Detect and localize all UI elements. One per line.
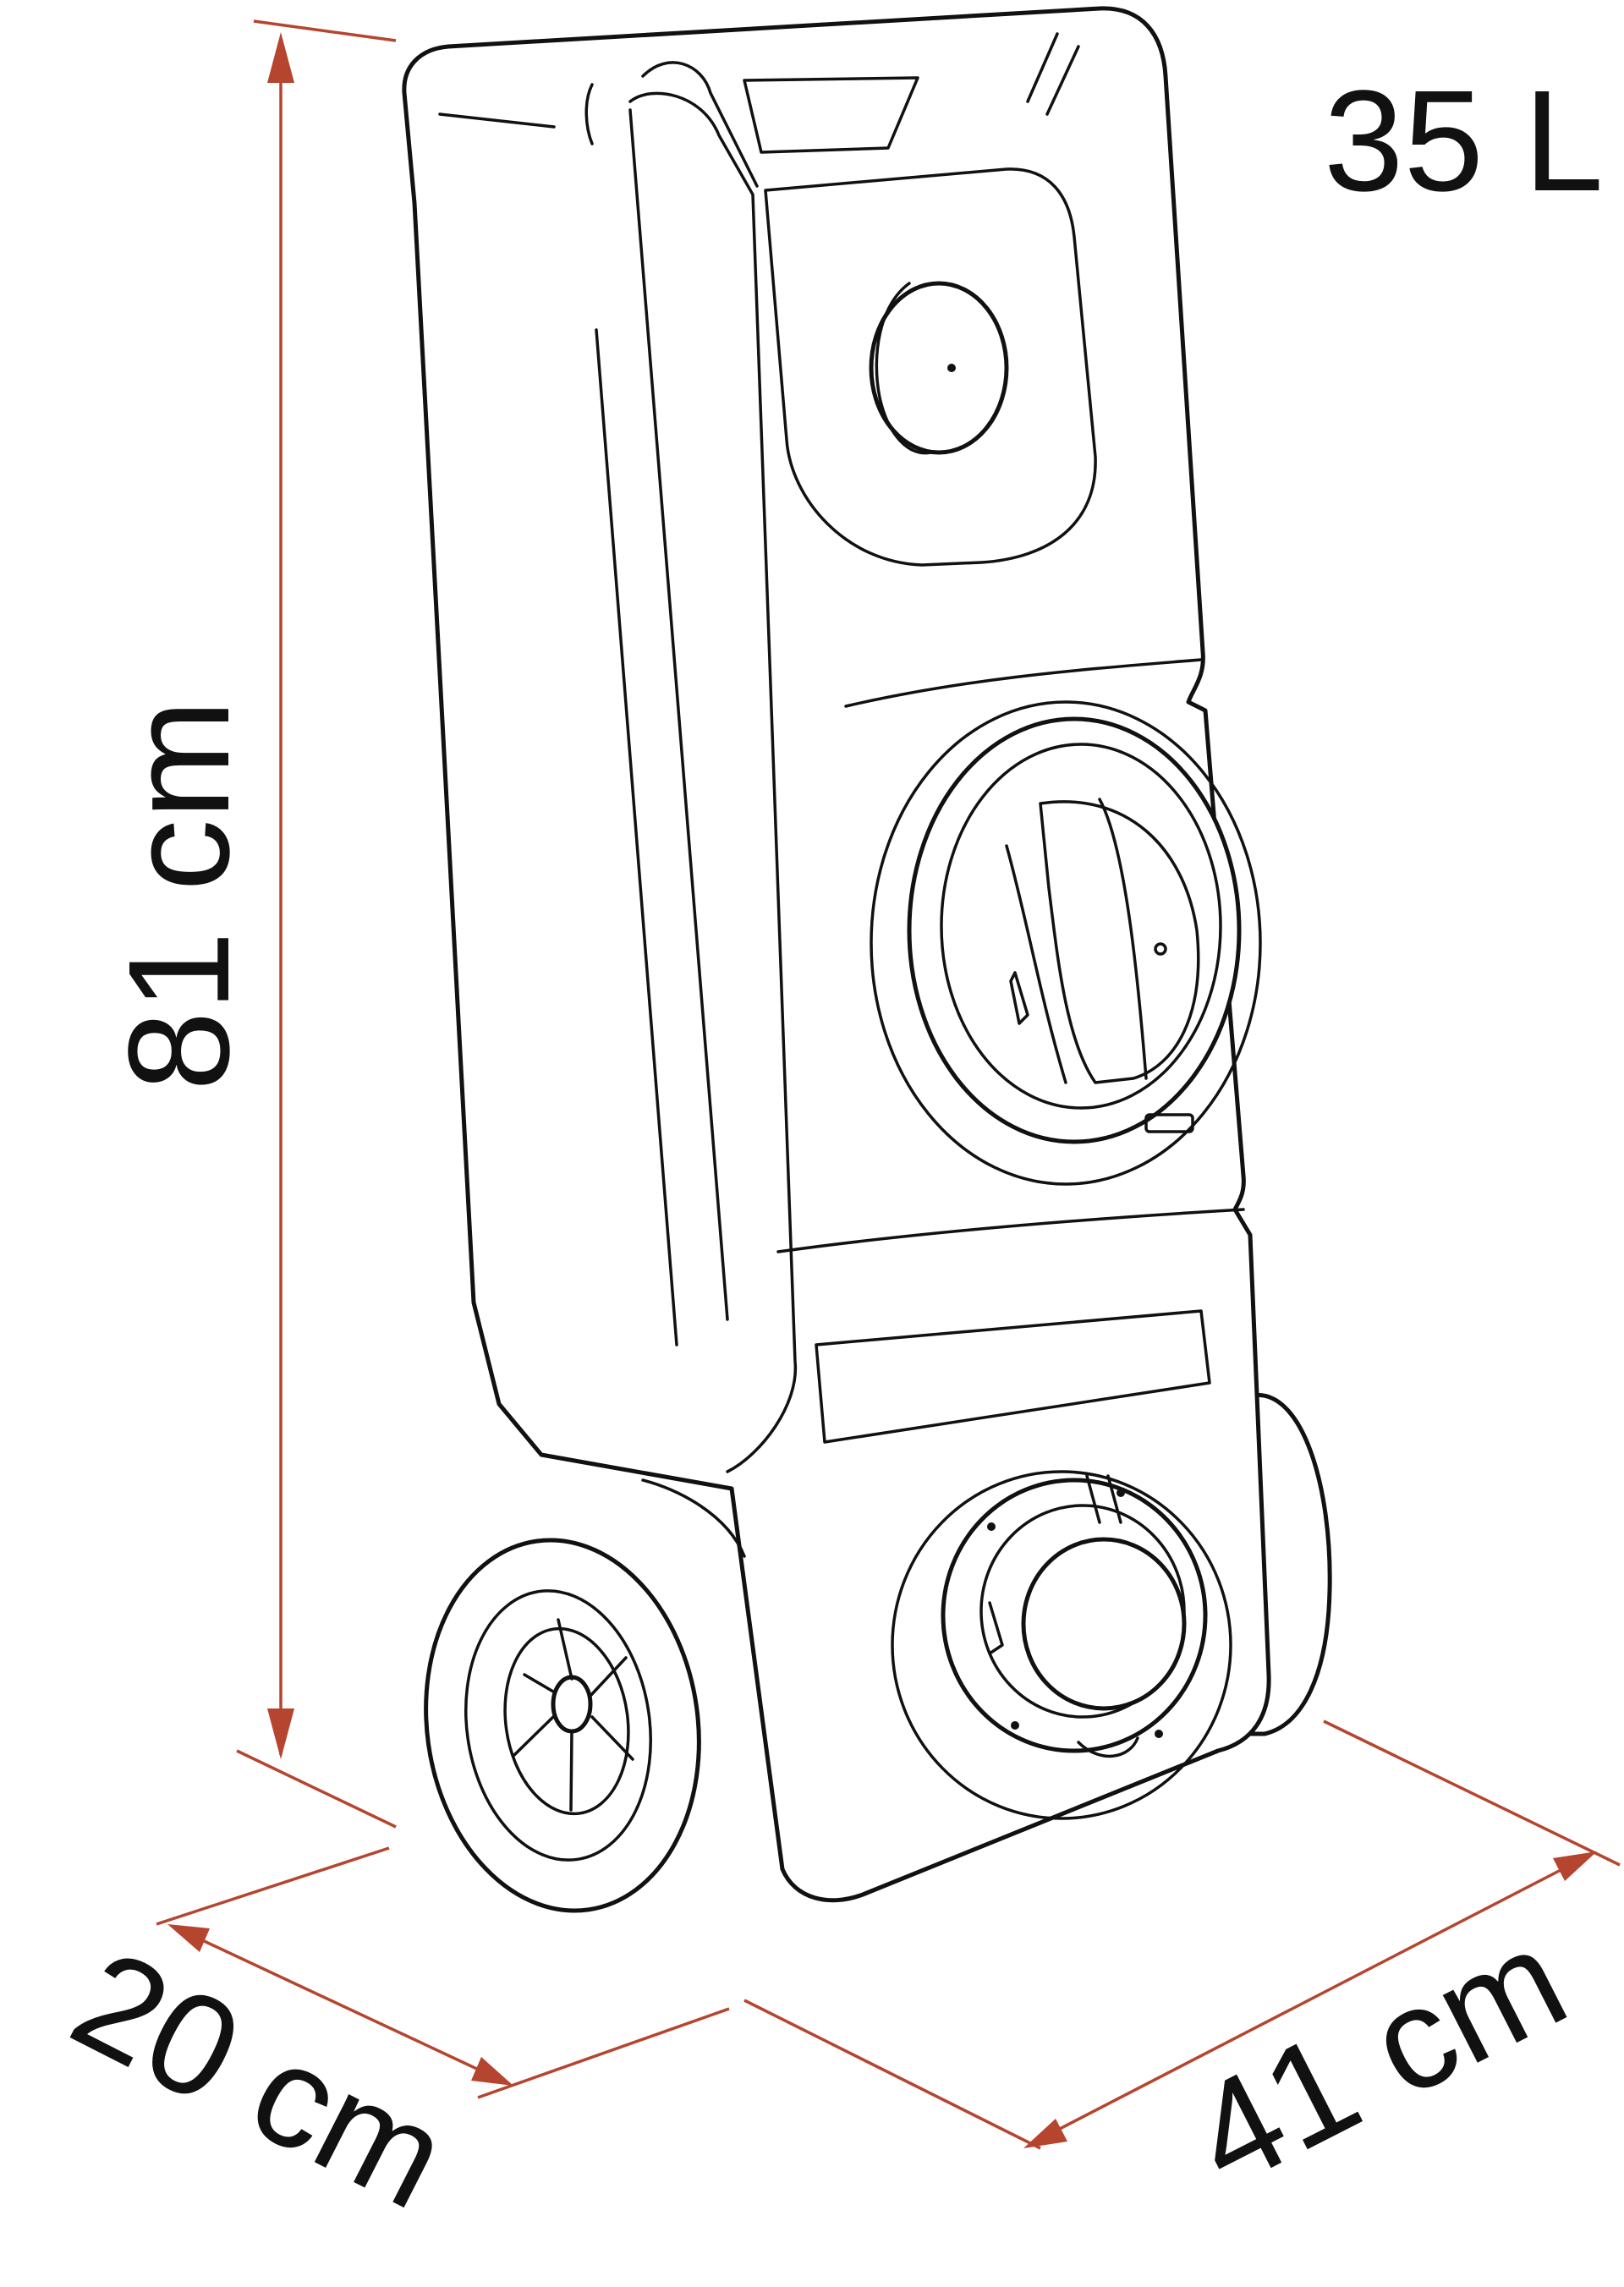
drain-recess [891,1470,1232,1820]
dimension-lines [156,19,1621,2150]
spout-ring [907,716,1242,1144]
tank-body [402,6,1271,1903]
front-wheel-rim [464,1589,652,1862]
spout-cap [1039,800,1200,1084]
top-recess [764,167,1097,567]
wheel-hub [551,1675,593,1734]
side-rail [628,91,798,1473]
wheel-spokes [513,1618,634,1812]
height-label: 81 cm [99,699,260,1091]
width-label: 41 cm [1168,1898,1590,2218]
spout-recess [870,700,1262,1186]
drain-cap [1021,1537,1187,1711]
depth-dimension-line [173,1925,508,2085]
water-tank-illustration [402,6,1332,1913]
width-dimension-line [1029,1853,1591,2146]
brand-plate [1144,1113,1194,1133]
filler-cap [869,281,1009,455]
label-panel [815,1309,1211,1444]
carry-handle [743,76,919,154]
volume-label: 35 L [1324,61,1604,222]
